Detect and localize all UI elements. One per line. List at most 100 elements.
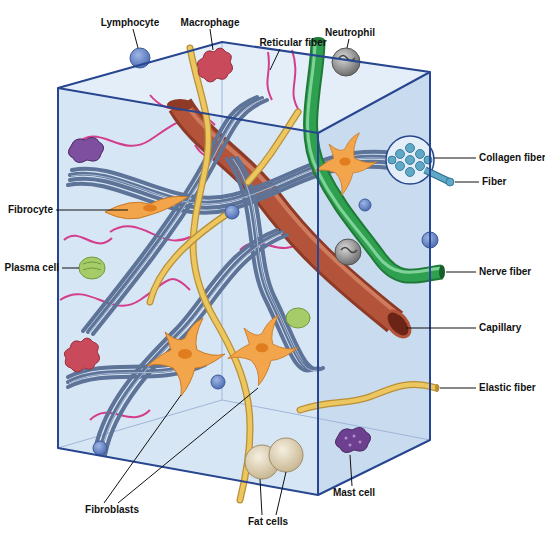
block-front-face: [58, 88, 318, 495]
leader-line: [446, 272, 476, 273]
cell-nucleus: [256, 343, 269, 352]
leader-line: [434, 158, 476, 159]
fiber-end: [416, 162, 425, 171]
part-label: Reticular fiber: [259, 37, 326, 49]
leader-line: [56, 210, 128, 211]
mast-cell-granules: [345, 435, 362, 447]
mast-cell: [68, 137, 103, 162]
fiber-end: [446, 178, 454, 186]
elastic-fiber: [150, 212, 230, 302]
fibroblast-cell: [147, 318, 225, 396]
neutrophil-cell: [335, 239, 361, 265]
fibrocyte-cell: [105, 196, 188, 219]
single-fiber: [425, 170, 448, 181]
part-label: Mast cell: [333, 487, 375, 499]
single-fiber: [425, 170, 448, 181]
part-label: Fiber: [482, 176, 506, 188]
leader-line: [276, 472, 286, 515]
nerve-fiber: [308, 37, 445, 279]
cell-nucleus: [339, 158, 350, 166]
reticular-fiber: [292, 50, 300, 112]
fiber-end: [406, 144, 415, 153]
leader-line: [347, 39, 349, 48]
leader-lines: [56, 29, 479, 515]
collagen-strand: [232, 158, 318, 370]
part-label: Macrophage: [181, 17, 240, 29]
part-label: Elastic fiber: [479, 382, 536, 394]
collagen-cross-section: [386, 136, 454, 186]
fibroblast-body: [147, 318, 225, 396]
reticular-fiber: [110, 226, 190, 240]
lymphocyte-cell: [225, 205, 239, 219]
part-label: Capillary: [479, 322, 521, 334]
part-label: Nerve fiber: [479, 266, 531, 278]
fiber-end: [396, 162, 405, 171]
granule: [353, 435, 356, 438]
macrophage-cell: [64, 338, 99, 372]
leader-line: [350, 455, 352, 486]
part-label: Fat cells: [248, 516, 288, 528]
reticular-fiber: [64, 236, 112, 244]
granule: [349, 444, 352, 447]
leader-line: [440, 388, 476, 389]
lymphocyte-cell: [211, 375, 225, 389]
plasma-cell: [286, 308, 310, 328]
fiber-end: [388, 156, 396, 164]
bundle-outline: [386, 136, 434, 184]
cell-nucleus: [143, 205, 157, 212]
leader-line: [455, 182, 479, 183]
plasma-cell: [79, 257, 105, 279]
part-label: Neutrophil: [325, 27, 375, 39]
block-edge: [317, 133, 319, 495]
leader-line: [133, 29, 138, 48]
elastic-fibers: [150, 48, 439, 500]
plasma-cell-detail: [83, 262, 101, 270]
part-label: Collagen fiber: [479, 152, 545, 164]
neutrophil-nucleus: [341, 248, 357, 253]
fiber-end: [416, 150, 425, 159]
part-label: Lymphocyte: [101, 17, 160, 29]
elastic-fiber-edge: [300, 384, 436, 410]
nerve-end: [439, 265, 445, 279]
fibroblast-cell: [228, 315, 298, 385]
fiber-end: [406, 156, 415, 165]
cell-nucleus: [178, 349, 192, 359]
elastic-fiber-end: [435, 384, 439, 392]
free-cells: [64, 48, 438, 479]
fibroblast-body: [228, 315, 298, 385]
fibroblast-cell: [315, 133, 377, 195]
part-label: Fibrocyte: [8, 204, 53, 216]
collagen-highlight: [89, 99, 263, 333]
collagen-strand: [88, 98, 262, 332]
leader-line: [406, 328, 476, 329]
granule: [359, 441, 362, 444]
collagen-highlight: [233, 159, 319, 371]
leader-line: [270, 49, 280, 70]
part-label: Fibroblasts: [85, 504, 139, 516]
tissue-block: [58, 42, 430, 495]
block-edges: [58, 42, 430, 495]
part-label: Plasma cell: [5, 262, 59, 274]
reticular-fiber: [267, 52, 272, 100]
capillary-opening: [381, 307, 414, 342]
fibroblast-body: [315, 133, 377, 195]
fiber-end: [406, 168, 415, 177]
elastic-fiber: [300, 384, 436, 410]
leader-line: [62, 268, 79, 269]
leader-line: [260, 479, 262, 515]
leader-line: [210, 29, 213, 50]
fat-cell: [269, 438, 303, 472]
mast-cell: [335, 427, 370, 452]
lymphocyte-cell: [93, 441, 107, 455]
block-edge: [58, 72, 430, 133]
leader-line: [118, 388, 258, 503]
collagen-strand: [83, 97, 257, 331]
fiber-end: [396, 150, 405, 159]
collagen-strand: [93, 100, 267, 334]
elastic-fiber-edge: [150, 212, 230, 302]
lymphocyte-cell: [359, 199, 371, 211]
granule: [345, 437, 348, 440]
